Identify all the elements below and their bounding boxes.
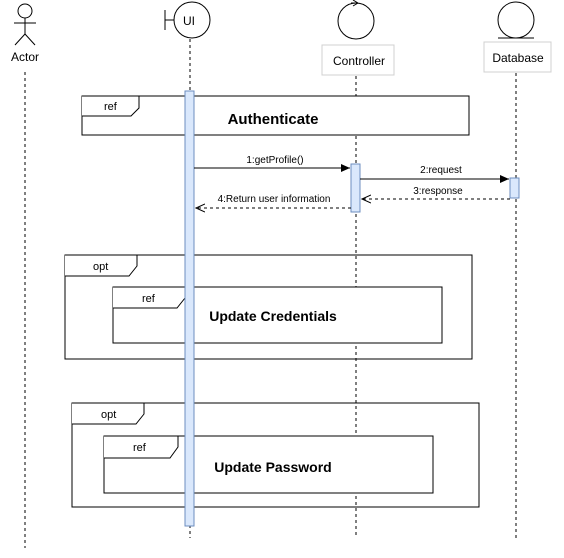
ui-activation-bar: [184, 90, 195, 527]
fragment-tag: opt: [101, 409, 116, 421]
message-label: 3:response: [413, 186, 463, 197]
ui-participant: UI: [164, 1, 211, 39]
database-box: [483, 41, 552, 73]
ref-update-password-fragment: ref Update Password: [103, 435, 434, 494]
message-label: 2:request: [420, 165, 462, 176]
database-participant: Database: [483, 1, 552, 73]
boundary-icon: [164, 1, 211, 39]
controller-activation-bar: [350, 163, 361, 213]
actor-participant: Actor: [11, 3, 39, 64]
database-label: Database: [492, 51, 544, 65]
controller-box: [321, 44, 395, 76]
fragment-tag: ref: [133, 442, 147, 454]
opt-fragment-2: opt: [71, 402, 480, 508]
message-return-user-information: 4:Return user information: [196, 194, 351, 208]
message-get-profile: 1:getProfile(): [194, 155, 350, 172]
message-label: 1:getProfile(): [246, 155, 303, 166]
message-label: 4:Return user information: [218, 194, 331, 205]
ref-update-credentials-fragment: ref Update Credentials: [112, 286, 443, 344]
fragment-title: Authenticate: [228, 111, 319, 128]
ui-label: UI: [183, 14, 195, 28]
database-activation-bar: [509, 177, 520, 199]
actor-icon: [14, 3, 36, 46]
ref-authenticate-fragment: ref Authenticate: [81, 95, 470, 136]
actor-label: Actor: [11, 50, 39, 64]
controller-label: Controller: [333, 54, 385, 68]
controller-participant: Controller: [321, 0, 395, 76]
message-request: 2:request: [360, 165, 509, 183]
fragment-title: Update Password: [214, 459, 331, 475]
entity-icon: [497, 1, 535, 39]
fragment-title: Update Credentials: [209, 308, 337, 324]
message-response: 3:response: [362, 186, 510, 199]
fragment-tag: ref: [142, 293, 156, 305]
fragment-tag: ref: [104, 101, 118, 113]
fragment-tag: opt: [93, 261, 108, 273]
opt-fragment-1: opt: [64, 254, 473, 360]
control-icon: [337, 0, 375, 40]
